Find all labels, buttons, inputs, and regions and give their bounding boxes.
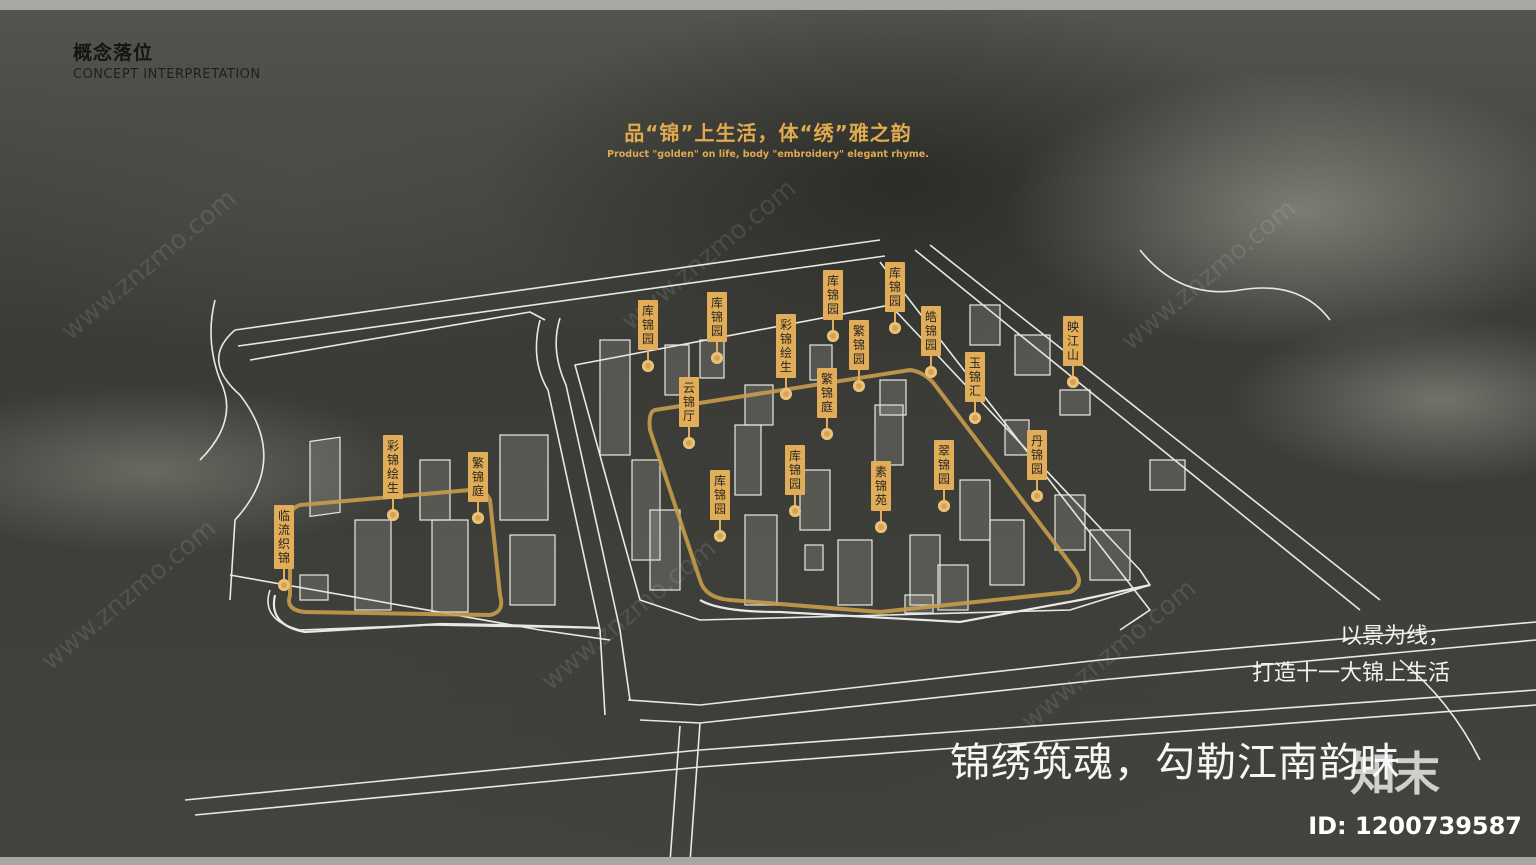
tag-caijin-huisheng[interactable]: 彩 锦 绘 生 — [776, 314, 796, 400]
headline-cn: 品“锦”上生活，体“绣”雅之韵 — [624, 121, 912, 145]
section-title: 概念落位 — [73, 42, 154, 64]
tag-stem — [858, 370, 860, 384]
bottom-frame-bar — [0, 857, 1536, 865]
slogan-line2: 打造十一大锦上生活 — [1251, 661, 1450, 686]
tag-dot-icon — [789, 505, 801, 517]
tag-dot-icon — [875, 521, 887, 533]
tag-stem — [794, 495, 796, 509]
tag-dot-icon — [969, 412, 981, 424]
tag-dot-icon — [711, 352, 723, 364]
tag-yunjin-ting[interactable]: 云 锦 厅 — [679, 377, 699, 449]
tag-yingjiang-shan[interactable]: 映 江 山 — [1063, 316, 1083, 388]
top-frame-bar — [0, 0, 1536, 10]
tag-stem — [477, 502, 479, 516]
tag-label: 库 锦 园 — [641, 304, 654, 346]
tag-label: 彩 锦 绘 生 — [386, 439, 399, 495]
tag-label: 彩 锦 绘 生 — [779, 318, 792, 374]
tag-label: 玉 锦 汇 — [968, 356, 981, 398]
tag-label: 素 锦 苑 — [874, 465, 887, 507]
tag-label: 库 锦 园 — [888, 266, 901, 308]
headline: 品“锦”上生活，体“绣”雅之韵 Product "golden" on life… — [0, 117, 1536, 160]
tag-fanjin-yuan[interactable]: 繁 锦 园 — [849, 320, 869, 392]
tag-stem — [894, 312, 896, 326]
tag-stem — [392, 499, 394, 513]
tag-dot-icon — [387, 509, 399, 521]
tag-label: 映 江 山 — [1066, 320, 1079, 362]
tag-kujin-yuan[interactable]: 库 锦 园 — [707, 292, 727, 364]
tag-stem — [716, 342, 718, 356]
slogan-line1: 以景为线， — [1339, 624, 1450, 649]
tag-stem — [688, 427, 690, 441]
tag-dot-icon — [1031, 490, 1043, 502]
tag-label: 库 锦 园 — [826, 274, 839, 316]
tag-dot-icon — [925, 366, 937, 378]
slogan-main: 锦绣筑魂，勾勒江南韵味 — [950, 740, 1401, 786]
tag-yujin-hui[interactable]: 玉 锦 汇 — [965, 352, 985, 424]
tag-label: 云 锦 厅 — [682, 381, 695, 423]
tag-fanjin-ting[interactable]: 繁 锦 庭 — [817, 368, 837, 440]
tag-dot-icon — [683, 437, 695, 449]
slogan-secondary: 以景为线， 打造十一大锦上生活 — [1252, 618, 1450, 692]
tag-kujin-yuan[interactable]: 库 锦 园 — [785, 445, 805, 517]
tag-label: 库 锦 园 — [713, 474, 726, 516]
tag-dot-icon — [938, 500, 950, 512]
section-subtitle: CONCEPT INTERPRETATION — [73, 67, 261, 82]
tag-dot-icon — [889, 322, 901, 334]
tag-stem — [974, 402, 976, 416]
tag-stem — [1036, 480, 1038, 494]
watermark-id: ID: 1200739587 — [1308, 812, 1522, 840]
tag-label: 皓 锦 园 — [924, 310, 937, 352]
tag-dot-icon — [278, 579, 290, 591]
tag-dot-icon — [472, 512, 484, 524]
tag-stem — [880, 511, 882, 525]
tag-caijin-huisheng[interactable]: 彩 锦 绘 生 — [383, 435, 403, 521]
tag-dot-icon — [714, 530, 726, 542]
watermark-logo: 知末 — [1350, 747, 1440, 801]
tag-label: 丹 锦 园 — [1030, 434, 1043, 476]
tag-label: 繁 锦 庭 — [820, 372, 833, 414]
tag-dot-icon — [853, 380, 865, 392]
tag-stem — [930, 356, 932, 370]
tag-dot-icon — [780, 388, 792, 400]
tag-kujin-yuan[interactable]: 库 锦 园 — [638, 300, 658, 372]
tag-stem — [719, 520, 721, 534]
tag-stem — [1072, 366, 1074, 380]
tag-sujin-yuan[interactable]: 素 锦 苑 — [871, 461, 891, 533]
tag-stem — [283, 569, 285, 583]
tag-stem — [826, 418, 828, 432]
tag-linliu-zhijin[interactable]: 临 流 织 锦 — [274, 505, 294, 591]
headline-en: Product "golden" on life, body "embroide… — [607, 149, 929, 160]
tag-kujin-yuan[interactable]: 库 锦 园 — [885, 262, 905, 334]
tag-kujin-yuan[interactable]: 库 锦 园 — [710, 470, 730, 542]
tag-stem — [647, 350, 649, 364]
tag-stem — [832, 320, 834, 334]
tag-fanjin-ting[interactable]: 繁 锦 庭 — [468, 452, 488, 524]
tag-label: 繁 锦 庭 — [471, 456, 484, 498]
tag-label: 库 锦 园 — [710, 296, 723, 338]
tag-cuijin-yuan[interactable]: 翠 锦 园 — [934, 440, 954, 512]
tag-label: 翠 锦 园 — [937, 444, 950, 486]
tag-stem — [785, 378, 787, 392]
tag-kujin-yuan[interactable]: 库 锦 园 — [823, 270, 843, 342]
tag-danjin-yuan[interactable]: 丹 锦 园 — [1027, 430, 1047, 502]
tag-label: 库 锦 园 — [788, 449, 801, 491]
tag-label: 临 流 织 锦 — [277, 509, 290, 565]
tag-haojin-yuan[interactable]: 皓 锦 园 — [921, 306, 941, 378]
tag-dot-icon — [821, 428, 833, 440]
tag-dot-icon — [642, 360, 654, 372]
tag-dot-icon — [1067, 376, 1079, 388]
tag-label: 繁 锦 园 — [852, 324, 865, 366]
tag-dot-icon — [827, 330, 839, 342]
tag-stem — [943, 490, 945, 504]
